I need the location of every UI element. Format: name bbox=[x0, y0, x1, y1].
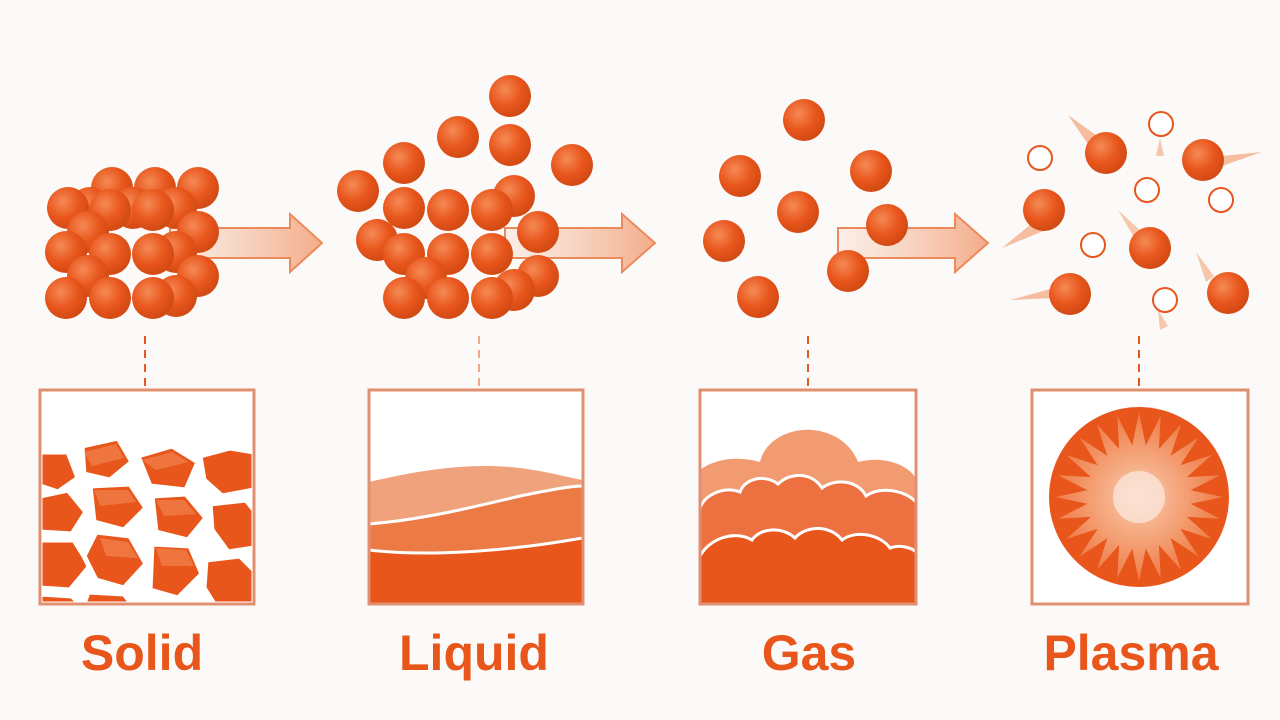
particle bbox=[517, 211, 559, 253]
particle bbox=[427, 189, 469, 231]
particle bbox=[132, 277, 174, 319]
particle bbox=[383, 142, 425, 184]
motion-trail bbox=[1222, 152, 1262, 166]
particle bbox=[850, 150, 892, 192]
electron bbox=[1080, 232, 1106, 258]
ion bbox=[1129, 227, 1171, 269]
particle bbox=[551, 144, 593, 186]
electron bbox=[1208, 187, 1234, 213]
gas-particle-cluster bbox=[703, 99, 908, 318]
state-label-liquid: Liquid bbox=[399, 625, 549, 681]
crystal-lattice-icon bbox=[38, 388, 256, 606]
electron bbox=[1148, 111, 1174, 137]
motion-trail bbox=[1196, 252, 1214, 282]
electron bbox=[1134, 177, 1160, 203]
particle bbox=[471, 189, 513, 231]
particle bbox=[489, 75, 531, 117]
state-label-gas: Gas bbox=[761, 625, 857, 681]
particle bbox=[383, 187, 425, 229]
particle bbox=[489, 124, 531, 166]
state-label-plasma: Plasma bbox=[1043, 625, 1219, 681]
particle bbox=[737, 276, 779, 318]
ion bbox=[1085, 132, 1127, 174]
electron bbox=[1152, 287, 1178, 313]
motion-trail bbox=[1156, 138, 1164, 156]
particle bbox=[383, 277, 425, 319]
particle bbox=[777, 191, 819, 233]
particle bbox=[783, 99, 825, 141]
particle bbox=[719, 155, 761, 197]
motion-trail bbox=[1158, 310, 1168, 330]
plasma-starburst-icon bbox=[1030, 388, 1250, 606]
liquid-particle-cluster bbox=[337, 75, 593, 319]
liquid-wave-icon bbox=[367, 388, 585, 606]
particle bbox=[337, 170, 379, 212]
particle bbox=[471, 233, 513, 275]
motion-trail bbox=[1010, 288, 1056, 300]
ion bbox=[1207, 272, 1249, 314]
dashed-connectors bbox=[144, 336, 1140, 388]
particle bbox=[132, 233, 174, 275]
particle bbox=[132, 189, 174, 231]
ion bbox=[1182, 139, 1224, 181]
ion bbox=[1023, 189, 1065, 231]
particle bbox=[89, 277, 131, 319]
gas-cloud-icon bbox=[698, 388, 918, 606]
state-label-solid: Solid bbox=[80, 625, 204, 681]
particle bbox=[471, 277, 513, 319]
plasma-particle-cluster bbox=[1002, 111, 1262, 330]
solid-particle-cluster bbox=[45, 167, 219, 319]
particle bbox=[866, 204, 908, 246]
electron bbox=[1027, 145, 1053, 171]
particle bbox=[703, 220, 745, 262]
particle bbox=[427, 277, 469, 319]
ion bbox=[1049, 273, 1091, 315]
particle bbox=[437, 116, 479, 158]
particle bbox=[827, 250, 869, 292]
particle bbox=[45, 277, 87, 319]
